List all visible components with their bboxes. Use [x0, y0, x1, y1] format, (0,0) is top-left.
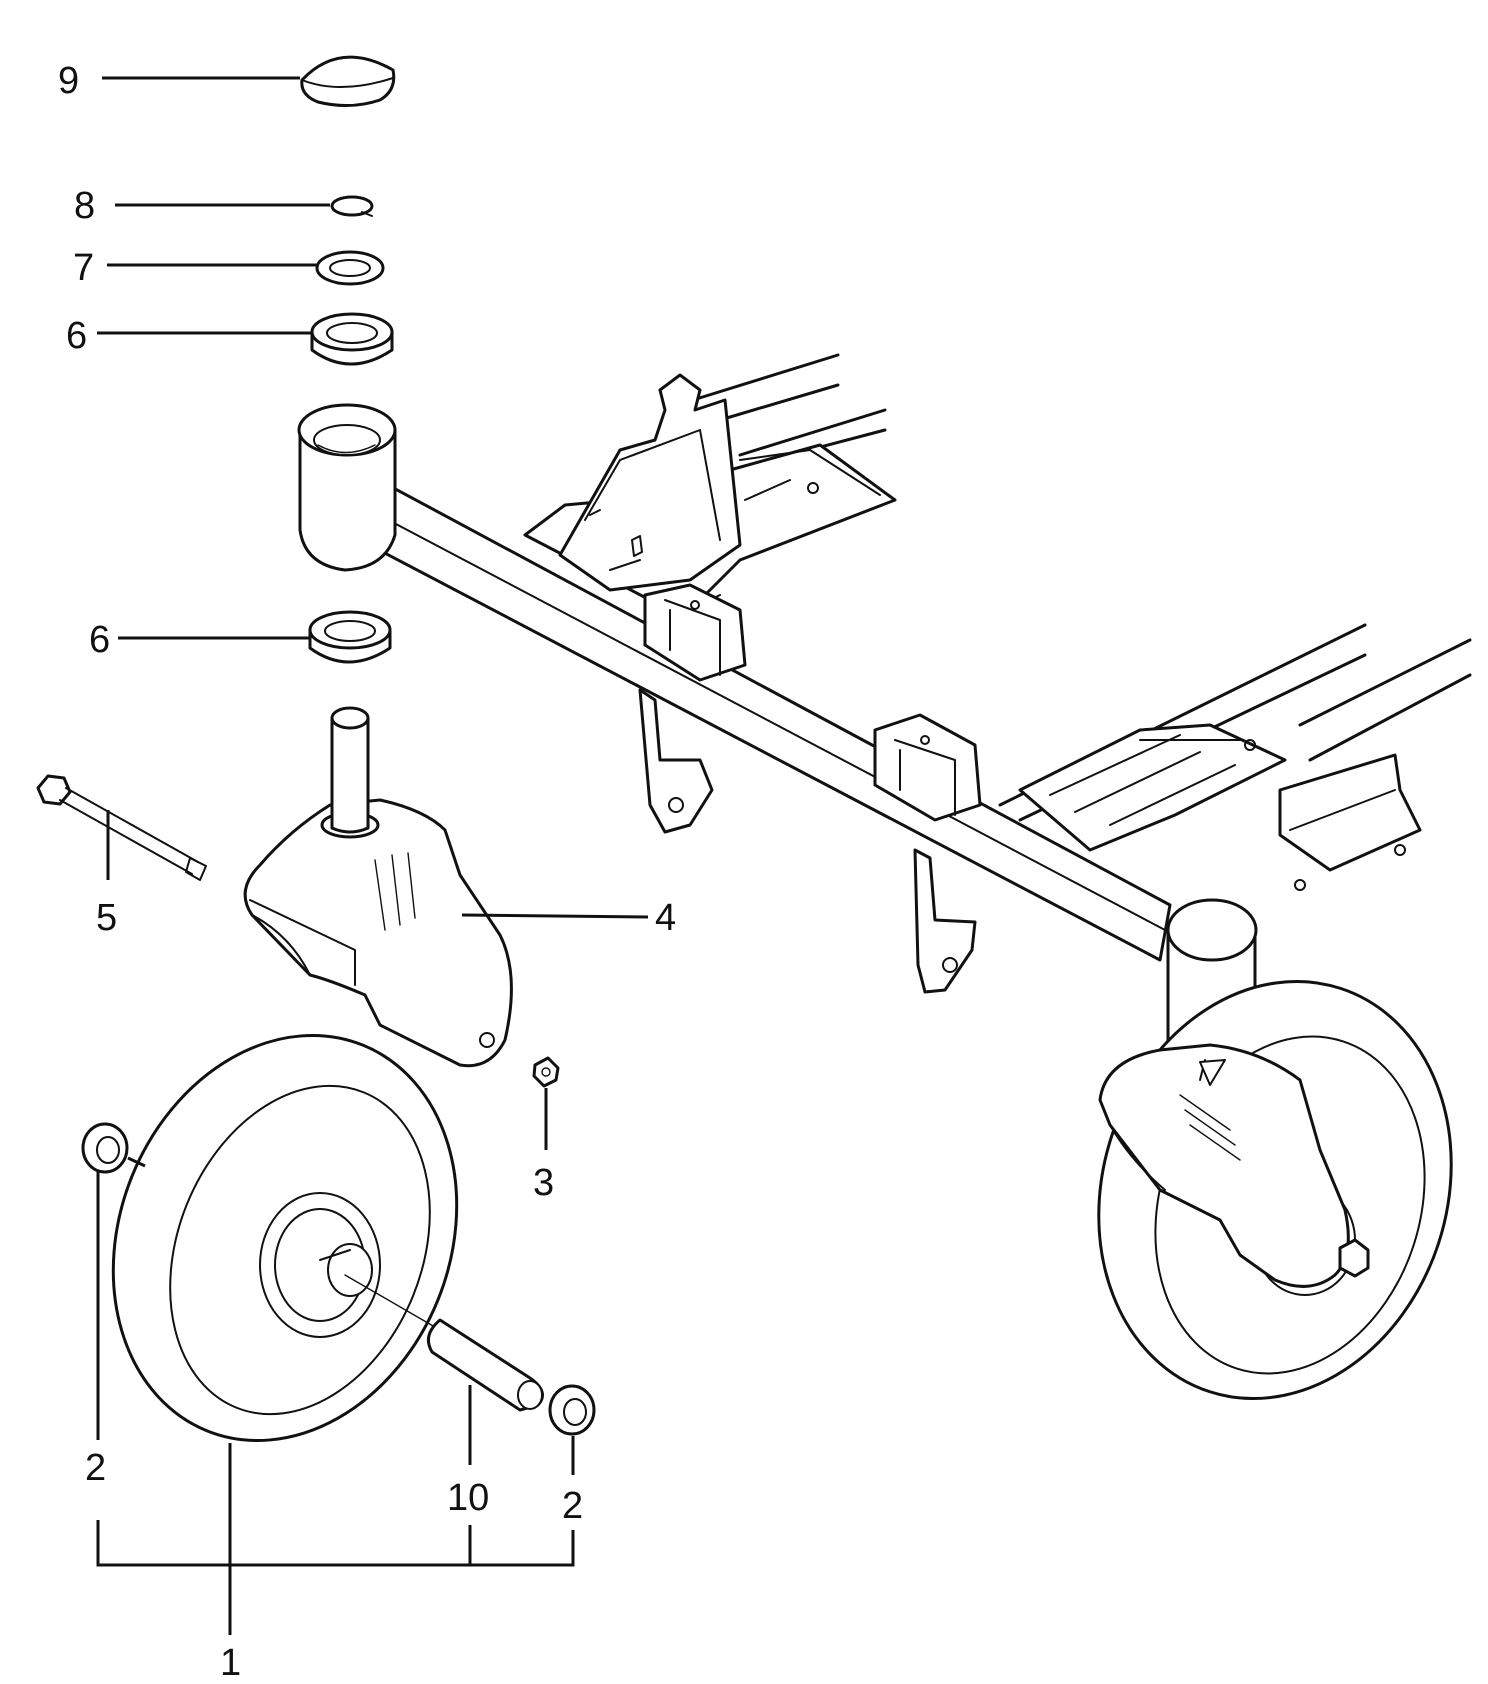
part-caster-fork	[243, 706, 513, 1068]
part-bolt	[36, 774, 207, 881]
callout-4: 4	[655, 897, 676, 939]
part-bearing-lower	[308, 610, 392, 664]
callout-1: 1	[220, 1642, 241, 1684]
callout-7: 7	[73, 247, 94, 289]
part-wheel	[111, 1033, 459, 1443]
callout-10: 10	[447, 1477, 489, 1519]
part-bearing-upper	[310, 312, 394, 366]
callout-2-right: 2	[562, 1485, 583, 1527]
part-dust-cap	[300, 55, 396, 107]
frame-assembly	[297, 353, 1472, 1074]
part-washer	[315, 250, 385, 286]
callout-9: 9	[58, 60, 79, 102]
callout-6-lower: 6	[89, 619, 110, 661]
part-wheel-bearing-left	[81, 1122, 129, 1174]
part-wheel-bearing-right	[548, 1384, 596, 1436]
callout-labels: 9 8 7 6 6 5 4 3 2 10 2 1	[58, 60, 676, 1684]
callout-3: 3	[533, 1162, 554, 1204]
callout-8: 8	[74, 185, 95, 227]
part-nut	[532, 1056, 560, 1088]
installed-wheel-assembly	[1097, 979, 1453, 1401]
callout-5: 5	[96, 897, 117, 939]
callout-2-left: 2	[85, 1447, 106, 1489]
leader-lines	[96, 76, 649, 1635]
part-spacer-tube	[426, 1318, 544, 1412]
part-snap-ring	[330, 195, 374, 217]
callout-6-upper: 6	[66, 315, 87, 357]
